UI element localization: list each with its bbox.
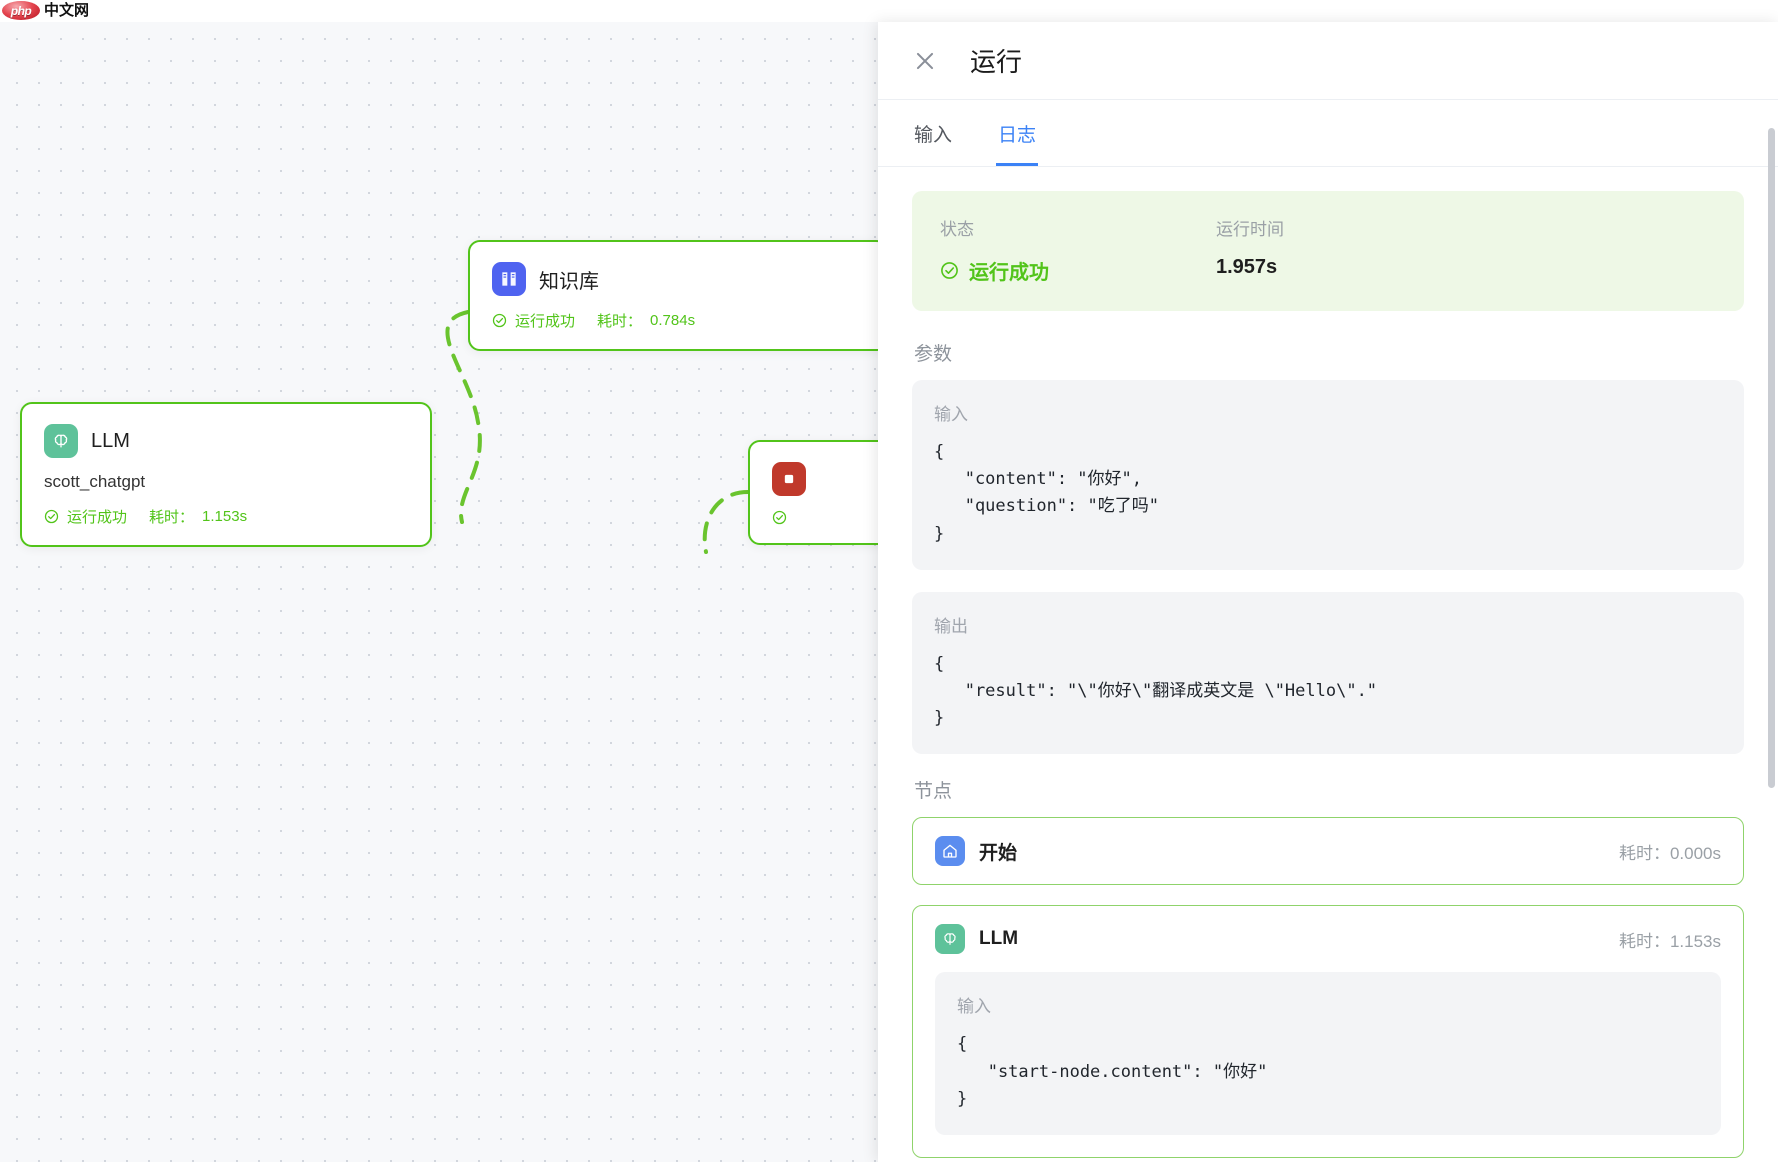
input-label: 输入 bbox=[934, 405, 968, 424]
check-circle-icon bbox=[44, 509, 59, 524]
log-node-time-value: 1.153s bbox=[1669, 931, 1721, 951]
log-node-card-llm[interactable]: LLM 耗时：1.153s 输入 { "start-node.content":… bbox=[912, 905, 1744, 1158]
node-status-text: 运行成功 bbox=[515, 313, 576, 330]
log-node-input-label: 输入 bbox=[957, 997, 991, 1017]
log-node-header: LLM 耗时：1.153s bbox=[913, 906, 1743, 972]
drawer-body[interactable]: 状态 运行成功 运行时间 1.957s 参数 输入 { "content": "… bbox=[878, 167, 1778, 1162]
node-time-value: 1.153s bbox=[202, 508, 248, 525]
status-value-text: 运行成功 bbox=[969, 262, 1049, 284]
runtime-label: 运行时间 bbox=[1216, 220, 1284, 239]
brain-icon bbox=[44, 424, 78, 458]
status-column: 状态 运行成功 bbox=[940, 215, 1216, 285]
book-icon bbox=[492, 262, 526, 296]
output-code: { "result": "\"你好\"翻译成英文是 \"Hello\"." } bbox=[934, 653, 1378, 729]
log-node-body: 输入 { "start-node.content": "你好" } bbox=[913, 972, 1743, 1157]
drawer-tabs: 输入 日志 bbox=[878, 100, 1778, 167]
nodes-section-label: 节点 bbox=[914, 781, 953, 803]
stop-icon bbox=[772, 462, 806, 496]
log-node-input-card: 输入 { "start-node.content": "你好" } bbox=[935, 972, 1721, 1135]
log-node-time-value: 0.000s bbox=[1669, 843, 1721, 863]
tab-input[interactable]: 输入 bbox=[914, 125, 953, 146]
log-node-time: 耗时：1.153s bbox=[1619, 927, 1721, 952]
run-status-card: 状态 运行成功 运行时间 1.957s bbox=[912, 191, 1744, 311]
log-node-title: 开始 bbox=[979, 842, 1018, 864]
node-header bbox=[750, 442, 878, 496]
canvas-node-partial[interactable] bbox=[748, 440, 878, 545]
log-node-title: LLM bbox=[979, 928, 1019, 950]
params-section-label: 参数 bbox=[914, 344, 953, 365]
node-time-value: 0.784s bbox=[650, 312, 696, 329]
input-code: { "content": "你好", "question": "吃了吗" } bbox=[934, 442, 1159, 544]
connection-edges bbox=[445, 310, 750, 554]
output-label: 输出 bbox=[934, 616, 968, 636]
site-watermark: php 中文网 bbox=[0, 0, 92, 22]
log-node-time-label: 耗时： bbox=[1618, 931, 1670, 951]
node-header: 知识库 bbox=[470, 242, 878, 296]
node-status: 运行成功 耗时： 1.153s bbox=[22, 492, 430, 545]
node-subtitle: scott_chatgpt bbox=[44, 472, 146, 491]
log-node-card-start[interactable]: 开始 耗时：0.000s bbox=[912, 817, 1744, 886]
node-title: 知识库 bbox=[539, 270, 599, 293]
params-input-card: 输入 { "content": "你好", "question": "吃了吗" … bbox=[912, 380, 1744, 570]
check-circle-icon bbox=[772, 510, 787, 525]
canvas-node-knowledge-base[interactable]: 知识库 运行成功 耗时： 0.784s bbox=[468, 240, 878, 351]
drawer-scrollbar[interactable] bbox=[1768, 128, 1775, 788]
log-node-time: 耗时：0.000s bbox=[1619, 839, 1721, 864]
close-icon[interactable] bbox=[912, 48, 938, 74]
log-node-input-code: { "start-node.content": "你好" } bbox=[957, 1034, 1268, 1109]
watermark-text: 中文网 bbox=[44, 2, 90, 19]
runtime-column: 运行时间 1.957s bbox=[1216, 215, 1492, 285]
log-node-time-label: 耗时： bbox=[1618, 843, 1670, 863]
check-circle-icon bbox=[941, 262, 958, 279]
canvas-node-llm[interactable]: LLM scott_chatgpt 运行成功 耗时： 1.153s bbox=[20, 402, 432, 547]
drawer-header: 运行 bbox=[878, 22, 1778, 100]
drawer-title: 运行 bbox=[970, 47, 1023, 77]
status-value: 运行成功 bbox=[940, 256, 1216, 285]
run-drawer: 运行 输入 日志 状态 运行成功 运行时间 1.957s 参数 bbox=[878, 22, 1778, 1162]
php-logo-icon: php bbox=[2, 1, 40, 20]
check-circle-icon bbox=[492, 313, 507, 328]
runtime-value: 1.957s bbox=[1216, 256, 1278, 278]
status-label: 状态 bbox=[940, 220, 974, 239]
node-status-text: 运行成功 bbox=[67, 509, 128, 526]
node-header: LLM bbox=[22, 404, 430, 458]
params-output-card: 输出 { "result": "\"你好\"翻译成英文是 \"Hello\"."… bbox=[912, 591, 1744, 755]
workflow-canvas[interactable]: 知识库 运行成功 耗时： 0.784s LLM scott_chatgpt 运行 bbox=[0, 22, 878, 1162]
node-time-label: 耗时： bbox=[149, 509, 195, 526]
brain-icon bbox=[935, 924, 965, 955]
node-status bbox=[750, 496, 878, 543]
node-time-label: 耗时： bbox=[597, 313, 643, 330]
node-status: 运行成功 耗时： 0.784s bbox=[470, 296, 878, 349]
log-node-header: 开始 耗时：0.000s bbox=[913, 818, 1743, 884]
tab-log[interactable]: 日志 bbox=[996, 100, 1039, 166]
home-icon bbox=[935, 836, 965, 867]
node-title: LLM bbox=[91, 429, 130, 452]
